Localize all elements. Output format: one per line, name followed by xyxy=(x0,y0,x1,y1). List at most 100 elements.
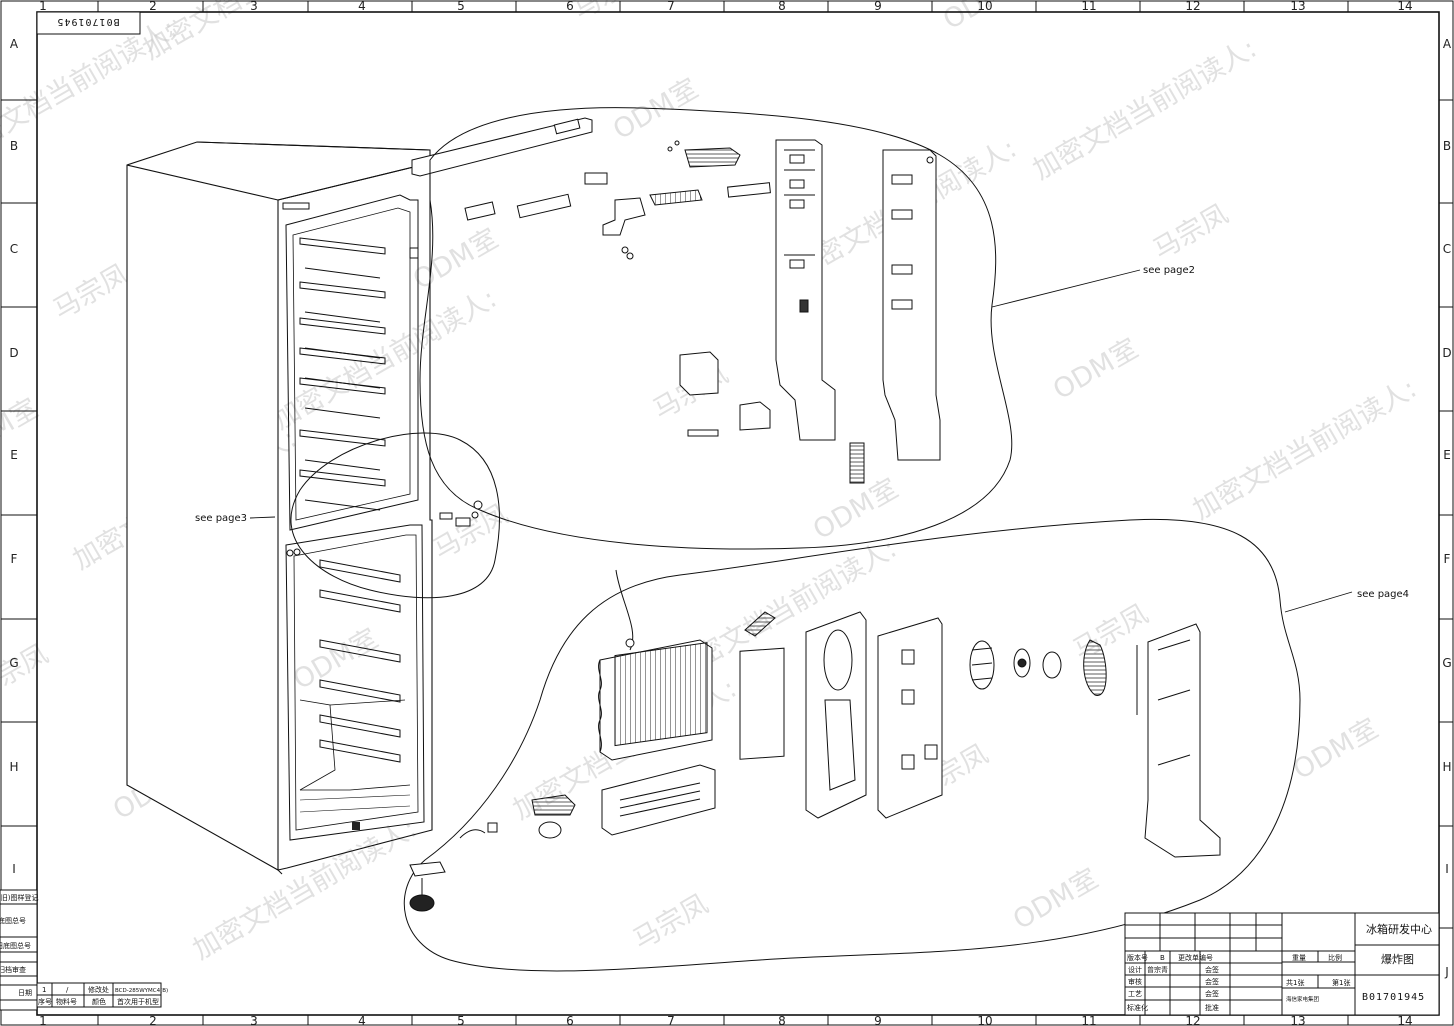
zone-col-top-4: 4 xyxy=(358,0,366,13)
zone-row-right-D: D xyxy=(1442,346,1451,360)
zone-col-bottom-13: 13 xyxy=(1290,1014,1305,1026)
watermark-text: 马宗凤 xyxy=(568,0,654,26)
zone-col-top-6: 6 xyxy=(566,0,574,13)
shelf xyxy=(299,237,386,255)
zone-row-left-B: B xyxy=(10,139,18,153)
watermark-text: ODM室 xyxy=(288,623,383,696)
tb-countersign-label-3: 会签 xyxy=(1205,989,1219,998)
zone-row-right-J: J xyxy=(1444,965,1449,979)
shelf xyxy=(299,429,386,447)
zone-col-bottom-9: 9 xyxy=(874,1014,882,1026)
zone-row-right-B: B xyxy=(1443,139,1451,153)
zone-col-bottom-12: 12 xyxy=(1185,1014,1200,1026)
freezer-shelf xyxy=(319,639,401,663)
shelf xyxy=(299,347,386,365)
watermark-text: 马宗凤 xyxy=(1068,599,1154,666)
tb-sheets-label: 共1张 xyxy=(1286,978,1304,987)
tb-process-label: 工艺 xyxy=(1128,990,1142,998)
left-r1: (旧)图样登记 xyxy=(0,893,38,902)
tb-version-label: 版本号 xyxy=(1127,953,1148,962)
zone-col-top-13: 13 xyxy=(1290,0,1305,13)
tb-standard-label: 标准化 xyxy=(1127,1003,1148,1012)
tb-approve-label: 批准 xyxy=(1205,1003,1219,1012)
shelf xyxy=(299,469,386,487)
tb-company-label: 海信家电集团 xyxy=(1286,995,1320,1003)
shelf-rail xyxy=(304,459,381,471)
tb-design-value: 曾宗青 xyxy=(1147,965,1168,974)
zone-col-top-10: 10 xyxy=(977,0,992,13)
watermark-text: 马宗凤 xyxy=(0,639,54,706)
zone-col-top-5: 5 xyxy=(457,0,465,13)
zone-row-right-A: A xyxy=(1443,37,1452,51)
zone-col-bottom-14: 14 xyxy=(1397,1014,1412,1026)
zone-col-bottom-8: 8 xyxy=(778,1014,786,1026)
watermark-text: ODM室 xyxy=(1008,863,1103,936)
zone-col-top-7: 7 xyxy=(667,0,675,13)
watermark-text: 马宗凤 xyxy=(428,499,514,566)
freezer-shelf xyxy=(319,739,401,763)
zone-col-bottom-1: 1 xyxy=(39,1014,47,1026)
zone-row-left-D: D xyxy=(9,346,18,360)
zone-col-top-2: 2 xyxy=(149,0,157,13)
tb-countersign-label-1: 会签 xyxy=(1205,965,1219,974)
shelf-rail xyxy=(304,407,381,419)
left-r5: 日期 xyxy=(18,989,32,997)
zone-col-top-12: 12 xyxy=(1185,0,1200,13)
zone-col-top-8: 8 xyxy=(778,0,786,13)
freezer-shelf xyxy=(319,589,401,613)
zone-row-left-H: H xyxy=(9,760,18,774)
left-model-label: 首次用于机型 xyxy=(117,997,159,1006)
watermark-text: 加密文档当前阅读人: xyxy=(1028,33,1262,186)
tb-change-label: 更改单编号 xyxy=(1178,953,1213,962)
watermark-text: 马宗凤 xyxy=(48,259,134,326)
callout-page2: see page2 xyxy=(1143,265,1195,276)
zone-row-right-E: E xyxy=(1443,448,1451,462)
zone-row-left-E: E xyxy=(10,448,18,462)
zone-row-left-F: F xyxy=(11,552,18,566)
upper-parts-group xyxy=(419,107,1013,550)
callout-page3: see page3 xyxy=(195,513,247,524)
zone-row-left-A: A xyxy=(10,37,19,51)
left-mat-value: 修改处 xyxy=(88,985,109,994)
tb-org: 冰箱研发中心 xyxy=(1366,922,1432,936)
zone-row-right-G: G xyxy=(1442,656,1451,670)
shelf xyxy=(299,281,386,299)
left-mat-label: 颜色 xyxy=(92,997,106,1006)
shelf-rail xyxy=(304,267,381,279)
zone-row-right-F: F xyxy=(1444,552,1451,566)
left-r4: 归档审查 xyxy=(0,965,26,974)
shelf xyxy=(299,377,386,395)
middle-parts-group xyxy=(286,432,500,599)
left-seq-value: 1 xyxy=(42,986,46,994)
watermark-text: ODM室 xyxy=(408,223,503,296)
left-record-block xyxy=(0,889,162,1011)
top-rail-part xyxy=(282,117,608,259)
watermark-text: 马宗凤 xyxy=(628,889,714,956)
page4-leader xyxy=(1284,591,1353,613)
zone-col-bottom-5: 5 xyxy=(457,1014,465,1026)
left-r2: 底图总号 xyxy=(0,916,26,925)
watermark-text: 马宗凤 xyxy=(1148,199,1234,266)
zone-row-left-C: C xyxy=(10,242,18,256)
watermark-text: 加密文档当前阅读人: xyxy=(1188,373,1422,526)
zone-col-bottom-3: 3 xyxy=(250,1014,258,1026)
shelf xyxy=(299,317,386,335)
zone-row-right-I: I xyxy=(1445,862,1449,876)
zone-col-top-3: 3 xyxy=(250,0,258,13)
shelf-rail xyxy=(304,311,381,323)
watermark-text: ODM室 xyxy=(808,473,903,546)
zone-col-top-1: 1 xyxy=(39,0,47,13)
zone-col-top-11: 11 xyxy=(1081,0,1096,13)
zone-col-bottom-6: 6 xyxy=(566,1014,574,1026)
drawing-number-tag: B01701945 xyxy=(36,11,141,35)
left-model-value: BCD-285WYMC4(B) xyxy=(115,988,168,994)
tb-scale-label: 比例 xyxy=(1328,953,1342,962)
left-part-label: 物料号 xyxy=(56,997,77,1006)
zone-col-top-14: 14 xyxy=(1397,0,1412,13)
lower-parts-group xyxy=(403,518,1301,972)
tb-weight-label: 重量 xyxy=(1292,954,1306,962)
tb-doc-number: B01701945 xyxy=(1362,992,1425,1003)
